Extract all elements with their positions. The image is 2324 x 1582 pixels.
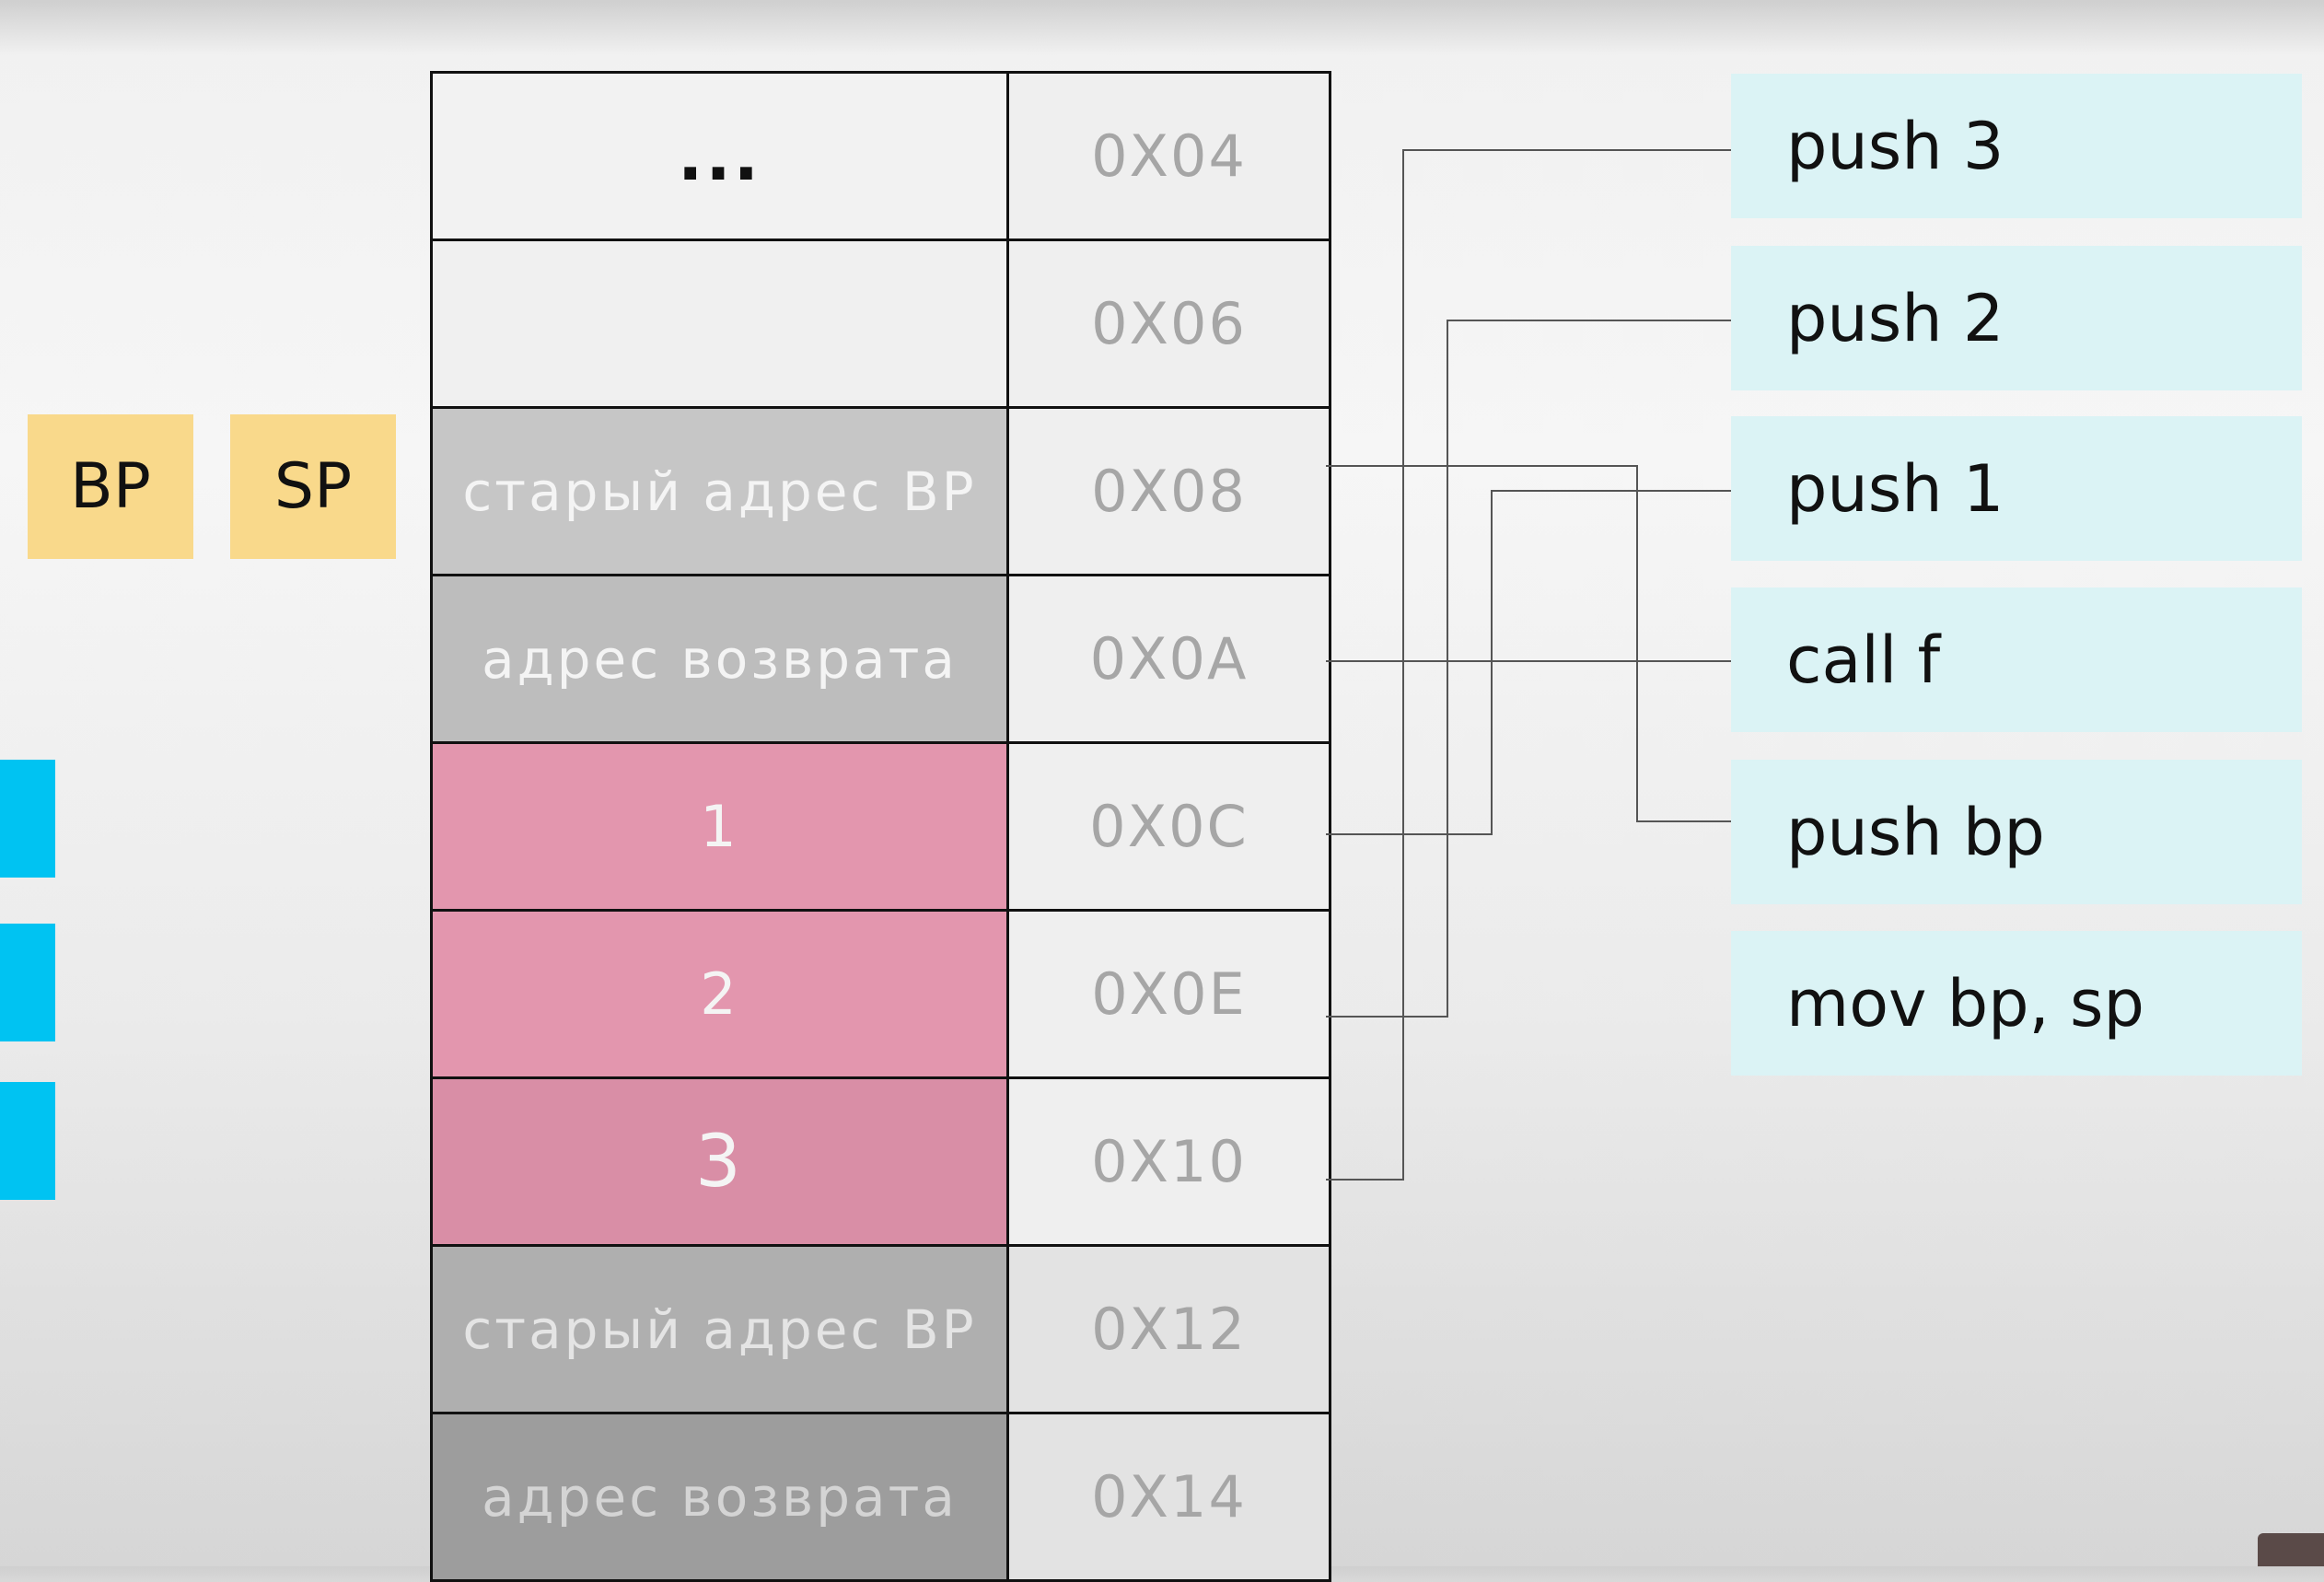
- stack-cell-address: 0X0A: [1009, 576, 1329, 741]
- stack-cell-value: ...: [433, 74, 1009, 238]
- stack-cell-value: 1: [433, 744, 1009, 909]
- stack-cell-value: адрес возврата: [433, 1414, 1009, 1579]
- stack-cell-value: 2: [433, 912, 1009, 1076]
- connector-push1-0x0c: [1326, 490, 1731, 835]
- stack-row: ... 0X04: [433, 74, 1329, 241]
- instruction-box: mov bp, sp: [1731, 931, 2302, 1076]
- stack-cell-value: 3: [433, 1079, 1009, 1244]
- instruction-box: push bp: [1731, 760, 2302, 904]
- stack-cell-address: 0X10: [1009, 1079, 1329, 1244]
- connector-push2-0x0e: [1326, 320, 1731, 1018]
- stack-cell-value: [433, 241, 1009, 406]
- stack-row: адрес возврата 0X0A: [433, 576, 1329, 744]
- stack-table: ... 0X04 0X06 старый адрес BP 0X08 адрес…: [430, 71, 1331, 1582]
- stack-row: старый адрес BP 0X08: [433, 409, 1329, 576]
- stack-cell-value: старый адрес BP: [433, 1247, 1009, 1412]
- stack-row: 3 0X10: [433, 1079, 1329, 1247]
- stack-cell-address: 0X06: [1009, 241, 1329, 406]
- stack-row: 2 0X0E: [433, 912, 1329, 1079]
- instruction-box: push 2: [1731, 246, 2302, 390]
- register-bp-label: BP: [70, 450, 151, 523]
- instruction-label: push 2: [1786, 280, 2004, 356]
- instruction-box: call f: [1731, 587, 2302, 732]
- register-sp: SP: [230, 414, 396, 559]
- stack-row: адрес возврата 0X14: [433, 1414, 1329, 1579]
- stack-cell-value: адрес возврата: [433, 576, 1009, 741]
- register-sp-label: SP: [273, 450, 353, 523]
- stack-cell-address: 0X0E: [1009, 912, 1329, 1076]
- stack-cell-address: 0X0C: [1009, 744, 1329, 909]
- stack-cell-address: 0X08: [1009, 409, 1329, 574]
- stack-cell-address: 0X04: [1009, 74, 1329, 238]
- stack-cell-address: 0X12: [1009, 1247, 1329, 1412]
- instruction-box: push 3: [1731, 74, 2302, 218]
- instruction-label: push bp: [1786, 794, 2045, 870]
- stack-row: 1 0X0C: [433, 744, 1329, 912]
- instruction-label: mov bp, sp: [1786, 965, 2144, 1041]
- instruction-box: push 1: [1731, 416, 2302, 561]
- instruction-label: call f: [1786, 622, 1941, 698]
- stack-row: старый адрес BP 0X12: [433, 1247, 1329, 1414]
- stack-row: 0X06: [433, 241, 1329, 409]
- stack-cell-address: 0X14: [1009, 1414, 1329, 1579]
- corner-avatar-thumbnail: [2258, 1533, 2324, 1566]
- instruction-label: push 1: [1786, 450, 2004, 527]
- stack-cell-value: старый адрес BP: [433, 409, 1009, 574]
- instruction-label: push 3: [1786, 108, 2004, 184]
- connector-push3-0x10: [1326, 149, 1731, 1181]
- stack-marker-3: [0, 1082, 55, 1200]
- register-bp: BP: [28, 414, 193, 559]
- stack-marker-1: [0, 760, 55, 878]
- connector-pushbp-0x08: [1326, 465, 1731, 822]
- stack-marker-2: [0, 924, 55, 1041]
